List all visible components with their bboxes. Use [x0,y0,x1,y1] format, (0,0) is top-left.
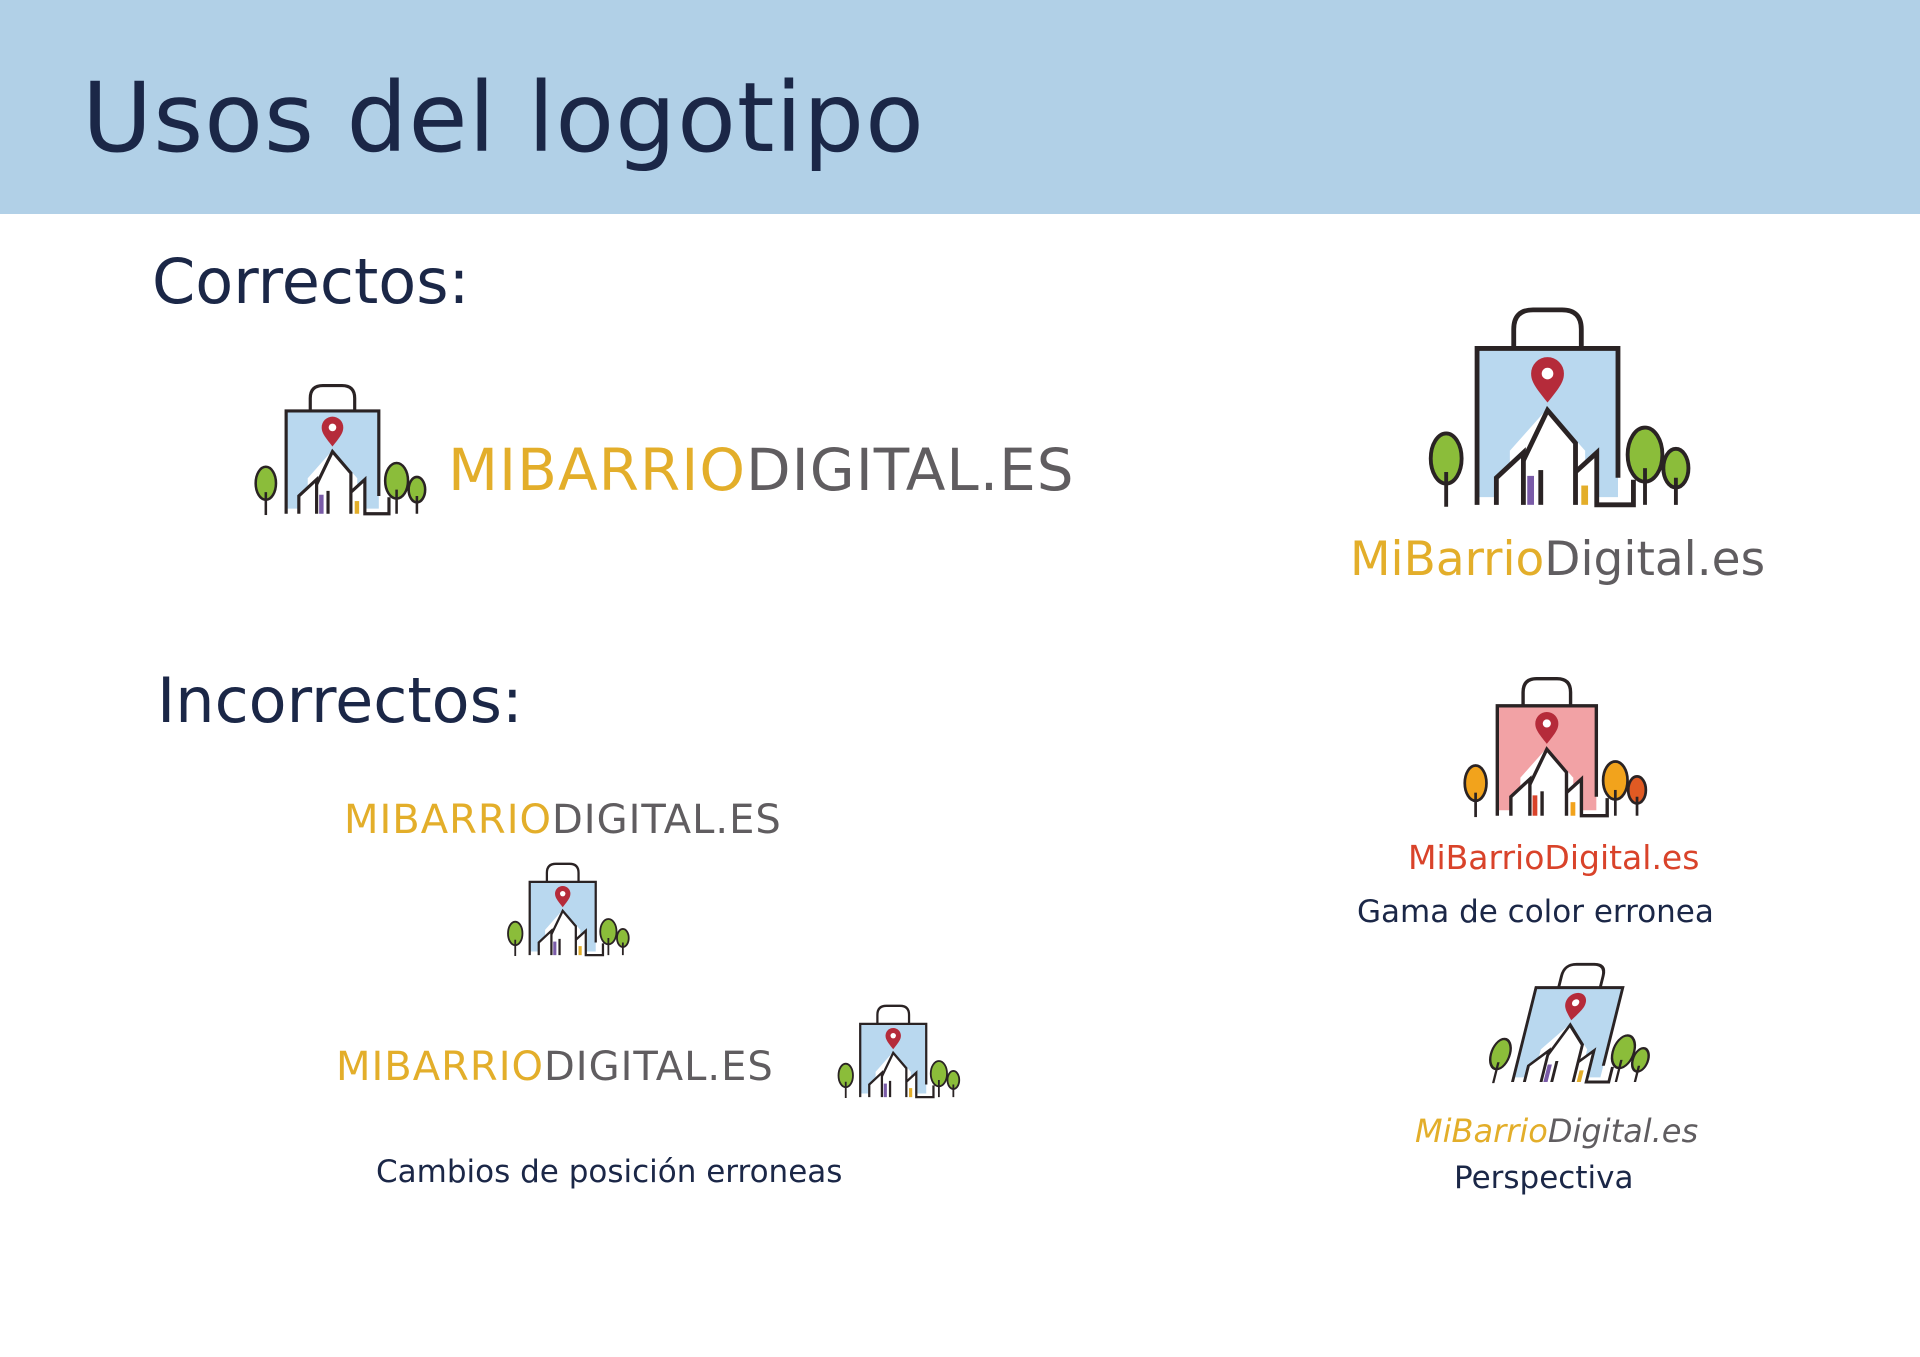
wordmark-part-a: MIBARRIO [448,436,746,504]
page-title: Usos del logotipo [82,62,925,174]
wordmark-part-a: MiBarrio [1408,838,1545,877]
caption-position: Cambios de posición erroneas [376,1154,843,1190]
wordmark-part-b: Digital.es [1544,838,1700,877]
wordmark-part-a: MIBARRIO [344,797,552,843]
header-banner: Usos del logotipo [0,0,1920,214]
wordmark-part-b: DIGITAL.ES [551,797,782,843]
incorrect-heading: Incorrectos: [157,664,523,737]
logo-icon [506,862,633,966]
logo-icon [836,1004,964,1108]
correct-heading: Correctos: [152,245,470,318]
wordmark-part-b: Digital.es [1547,1112,1699,1150]
wordmark-wrong-color: MiBarrioDigital.es [1408,838,1699,877]
wordmark-part-a: MiBarrio [1415,1112,1548,1150]
logo-icon-wrong-color [1462,676,1652,832]
wordmark-part-a: MiBarrio [1350,532,1545,587]
wordmark-stacked: MiBarrioDigital.es [1350,532,1765,587]
wordmark-left-of-icon: MIBARRIODIGITAL.ES [336,1044,774,1090]
wordmark-horizontal: MIBARRIODIGITAL.ES [448,436,1075,504]
wordmark-part-b: Digital.es [1544,532,1766,587]
logo-icon [252,383,432,529]
wordmark-above-icon: MIBARRIODIGITAL.ES [344,797,782,843]
caption-color: Gama de color erronea [1357,894,1714,930]
logo-icon-perspective [1469,962,1686,1096]
wordmark-part-b: DIGITAL.ES [543,1044,774,1090]
wordmark-part-b: DIGITAL.ES [745,436,1075,504]
wordmark-perspective: MiBarrioDigital.es [1415,1112,1698,1150]
caption-perspective: Perspectiva [1454,1160,1634,1196]
wordmark-part-a: MIBARRIO [336,1044,544,1090]
logo-icon [1426,306,1698,528]
